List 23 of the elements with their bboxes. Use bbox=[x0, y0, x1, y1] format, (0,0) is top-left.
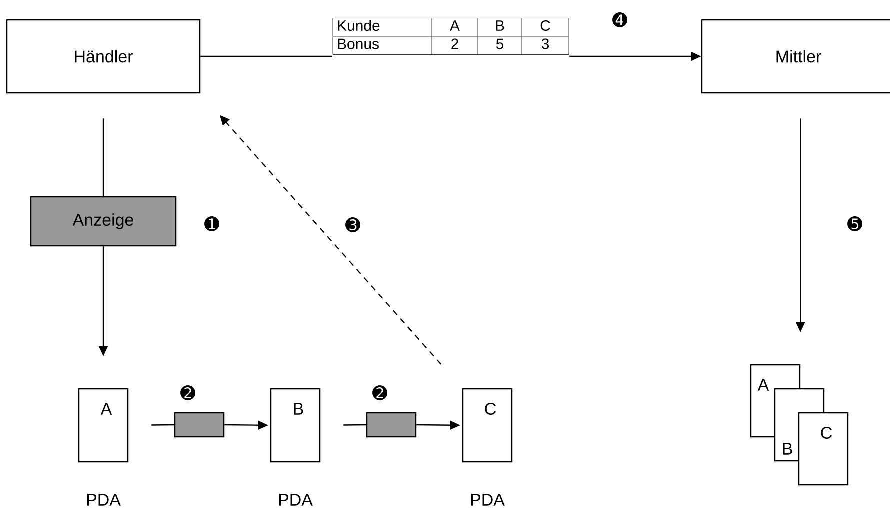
step-number: ➌ bbox=[346, 218, 360, 232]
connector-line bbox=[344, 424, 366, 426]
transfer-box bbox=[366, 412, 417, 438]
connector-line bbox=[200, 56, 332, 58]
document-card: B bbox=[270, 388, 321, 463]
document-card: A bbox=[78, 388, 129, 463]
caption-text: PDA bbox=[279, 494, 313, 506]
caption-text: PDA bbox=[471, 494, 505, 506]
connector-line bbox=[102, 118, 104, 196]
document-card: C bbox=[798, 412, 849, 486]
step-number: ➋ bbox=[180, 386, 196, 400]
transfer-box bbox=[174, 412, 225, 438]
display-box: Anzeige bbox=[30, 196, 177, 247]
document-card: C bbox=[462, 388, 513, 463]
bonus-table: Kunde A B C Bonus 2 5 3 bbox=[332, 18, 570, 55]
process-box: Mittler bbox=[701, 19, 890, 94]
step-number: ➎ bbox=[848, 216, 862, 232]
step-number: ➋ bbox=[372, 386, 388, 400]
caption-text: PDA bbox=[87, 494, 121, 506]
process-box: Händler bbox=[6, 19, 201, 94]
connector-line bbox=[152, 424, 174, 426]
step-number: ➍ bbox=[612, 12, 628, 28]
step-number: ➊ bbox=[204, 216, 220, 232]
